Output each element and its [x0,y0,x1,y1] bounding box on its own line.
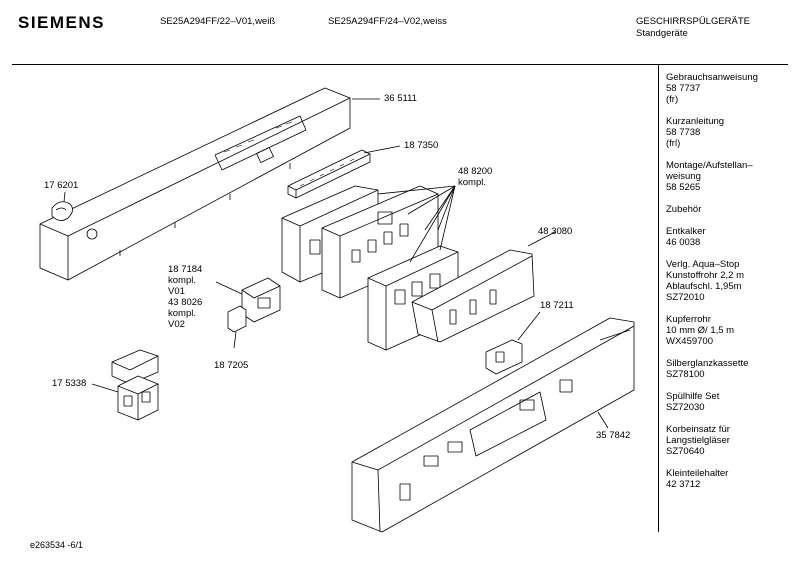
sidebar-entry-line: 42 3712 [666,479,701,490]
part-clip [51,201,73,221]
leader-488200 [377,185,456,263]
sidebar-entry-line: (frl) [666,138,681,149]
appliance-category: GESCHIRRSPÜLGERÄTE Standgeräte [636,16,750,40]
sidebar-entry-line: Ablaufschl. 1,95m [666,281,742,292]
leader-176201 [63,191,66,203]
part-sensor [485,339,523,375]
sidebar-entry-line: Kurzanleitung [666,116,725,127]
sidebar-entry-line: Langstielgläser [666,435,730,446]
callout-187211: 18 7211 [540,300,574,311]
part-front-housing [351,317,635,533]
part-key-strip [287,149,371,199]
leader-357842 [597,411,609,429]
callout-187184-note: kompl. [168,275,196,286]
sidebar-entry-line: Entkalker [666,226,706,237]
part-circuit-board [321,185,439,299]
sidebar-entry-line: SZ78100 [666,369,705,380]
sidebar-entry-line: 46 0038 [666,237,701,248]
callout-175338: 17 5338 [52,378,87,389]
callout-438026-note: kompl. [168,308,196,319]
leader-187205 [233,331,237,349]
sidebar-entry-line: SZ72010 [666,292,705,303]
sidebar-entry: Zubehör [666,204,796,215]
leader-187211 [517,311,541,341]
model-number-v02: SE25A294FF/24–V02,weiss [328,16,447,27]
sidebar-entry-line: Kupferrohr [666,314,711,325]
sidebar-entry-line: Spülhilfe Set [666,391,720,402]
callout-187184-number: 18 7184 [168,264,203,275]
drawing-id: e263534 -6/1 [30,540,84,550]
category-title: GESCHIRRSPÜLGERÄTE [636,16,751,27]
sidebar-entry-line: Zubehör [666,204,702,215]
sidebar-divider [658,64,659,532]
callout-365111: 36 5111 [384,93,417,104]
sidebar-entry-line: 10 mm Ø/ 1,5 m [666,325,735,336]
leader-175338 [91,383,119,393]
sidebar-entry-line: 58 7738 [666,127,701,138]
sidebar-entry-line: WX459700 [666,336,714,347]
part-actuator [227,277,281,333]
callout-187350: 18 7350 [404,140,439,151]
sidebar-entry-line: Verlg. Aqua–Stop [666,259,740,270]
brand-logo: SIEMENS [18,13,106,32]
leader-187184 [215,281,243,295]
leader-187350 [363,145,401,154]
callout-187205: 18 7205 [214,360,249,371]
callout-176201: 17 6201 [44,180,79,191]
callout-438026-number: 43 8026 [168,297,203,308]
part-board-holder [411,249,535,343]
sidebar-entry-line: 58 5265 [666,182,701,193]
model-number-v01: SE25A294FF/22–V01,weiß [160,16,276,27]
sidebar-entry-line: Silberglanzkassette [666,358,749,369]
callout-483080: 48 3080 [538,226,573,237]
sidebar-entry-line: SZ72030 [666,402,705,413]
callout-488200-number: 48 8200 [458,166,493,177]
callout-438026-variant: V02 [168,319,185,330]
sidebar-entry-line: (fr) [666,94,679,105]
category-subtitle: Standgeräte [636,28,688,39]
callout-187184-438026: 18 7184 kompl. V01 43 8026 kompl. V02 [168,264,202,330]
callout-488200-note: kompl. [458,177,486,188]
sidebar-entry-line: Montage/Aufstellan– [666,160,753,171]
sidebar-entry-line: Kunstoffrohr 2,2 m [666,270,744,281]
callout-187184-variant: V01 [168,286,185,297]
leader-483080 [527,231,556,247]
sidebar-entry-line: 58 7737 [666,83,701,94]
sidebar-entry-line: weisung [666,171,701,182]
sidebar-entry-line: Korbeinsatz für [666,424,730,435]
part-control-panel [39,87,351,281]
part-bracket [111,349,159,421]
sidebar-entry-line: SZ70640 [666,446,705,457]
sidebar-entry-line: Kleinteilehalter [666,468,729,479]
header-divider [12,64,788,65]
callout-488200: 48 8200 kompl. [458,166,492,188]
callout-357842: 35 7842 [596,430,631,441]
sidebar-entry-line: Gebrauchsanweisung [666,72,758,83]
